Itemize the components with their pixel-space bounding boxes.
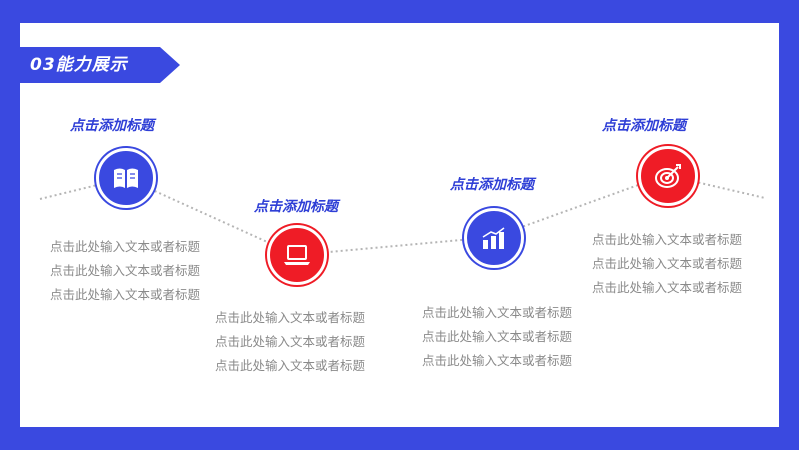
- item-title-3[interactable]: 点击添加标题: [450, 177, 534, 193]
- item-circle-1: [96, 148, 156, 208]
- laptop-icon: [284, 245, 310, 265]
- timeline-dotted-path: [39, 173, 766, 257]
- item-body-4: 点击此处输入文本或者标题 点击此处输入文本或者标题 点击此处输入文本或者标题: [592, 232, 743, 295]
- item-title-1[interactable]: 点击添加标题: [70, 118, 154, 134]
- slide: 03能力展示 点击添加标题 点击此处输入文本或者标题 点击此处输入文本或者标题 …: [20, 23, 779, 427]
- item-body-2: 点击此处输入文本或者标题 点击此处输入文本或者标题 点击此处输入文本或者标题: [215, 310, 366, 373]
- item-circle-3: [464, 208, 524, 268]
- item-title-4[interactable]: 点击添加标题: [602, 118, 686, 134]
- item-body-3: 点击此处输入文本或者标题 点击此处输入文本或者标题 点击此处输入文本或者标题: [422, 305, 573, 368]
- target-icon: [655, 164, 681, 188]
- item-circle-2: [267, 225, 327, 285]
- book-icon: [114, 168, 138, 188]
- item-body-1: 点击此处输入文本或者标题 点击此处输入文本或者标题 点击此处输入文本或者标题: [50, 239, 201, 302]
- section-tag: 03能力展示: [20, 47, 180, 83]
- bar-chart-icon: [482, 227, 505, 249]
- item-title-2[interactable]: 点击添加标题: [254, 199, 338, 215]
- item-circle-4: [638, 146, 698, 206]
